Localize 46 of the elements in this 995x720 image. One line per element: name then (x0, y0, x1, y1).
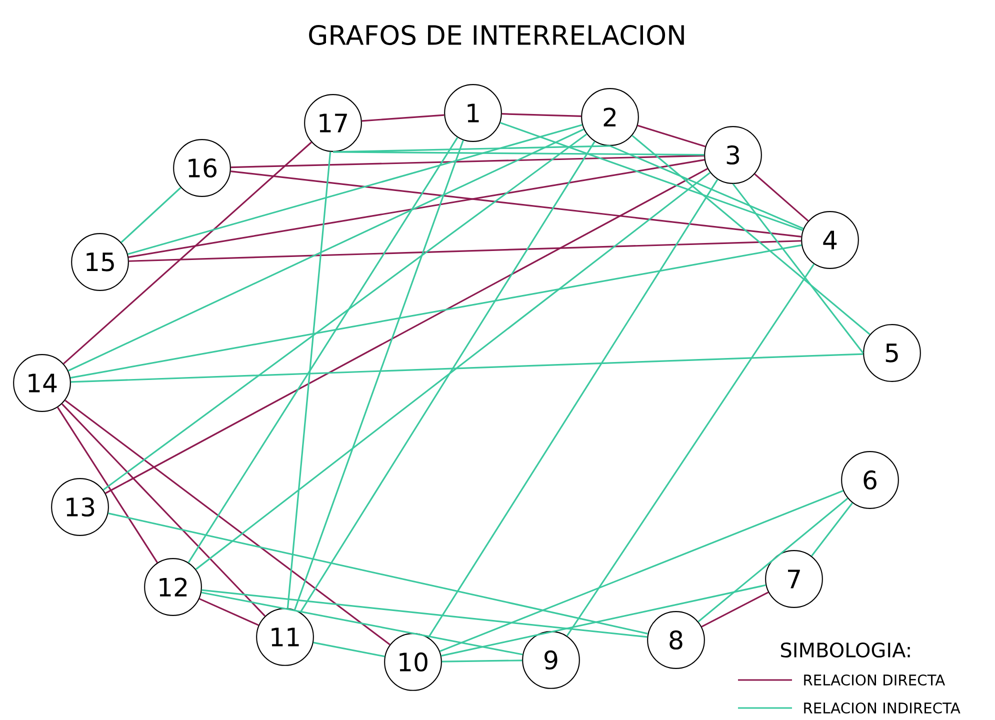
connector-line (701, 592, 769, 628)
connector-line (230, 170, 802, 238)
connector-line (441, 584, 766, 657)
connector-line (61, 403, 266, 617)
connector-line (754, 173, 809, 222)
connector-line (300, 141, 596, 613)
connector-line (286, 152, 332, 608)
connector-line (56, 406, 158, 564)
title: GRAFOS DE INTERRELACION (309, 24, 684, 46)
connector-line (64, 400, 390, 646)
connector-line (105, 168, 708, 494)
connector-line (128, 124, 582, 255)
connector-line (120, 187, 182, 243)
connector-line (566, 264, 815, 636)
connector-line (313, 642, 385, 658)
connector-line (500, 122, 803, 232)
connector-line (68, 128, 584, 372)
connector-line (128, 240, 802, 262)
connector-line (201, 592, 523, 656)
connector-line (632, 134, 870, 336)
connector-line (698, 498, 848, 622)
legend-text: RELACION DIRECTA (804, 674, 946, 686)
legend-heading: SIMBOLOGIA: (781, 642, 910, 658)
connector-line (230, 154, 704, 168)
connector-line (440, 490, 844, 652)
legend-text: RELACION INDIRECTA (804, 702, 960, 714)
connector-line (102, 134, 588, 490)
connector-line (70, 244, 802, 379)
connector-line (502, 113, 582, 117)
connector-line (637, 124, 706, 148)
connector-line (70, 353, 864, 383)
connector-line (202, 589, 648, 638)
connector-line (442, 660, 522, 662)
connector-line (333, 151, 704, 156)
connector-line (610, 145, 804, 230)
connector-line (428, 179, 718, 638)
connector-line (195, 172, 711, 570)
connector-line (294, 140, 464, 610)
connector-line (362, 114, 444, 122)
connector-line (811, 502, 853, 557)
connector-line (108, 512, 648, 634)
connector-line (128, 159, 705, 258)
connector-line (199, 598, 259, 626)
connector-line (732, 183, 864, 354)
connector-line (63, 142, 312, 364)
connector-line (188, 137, 458, 563)
